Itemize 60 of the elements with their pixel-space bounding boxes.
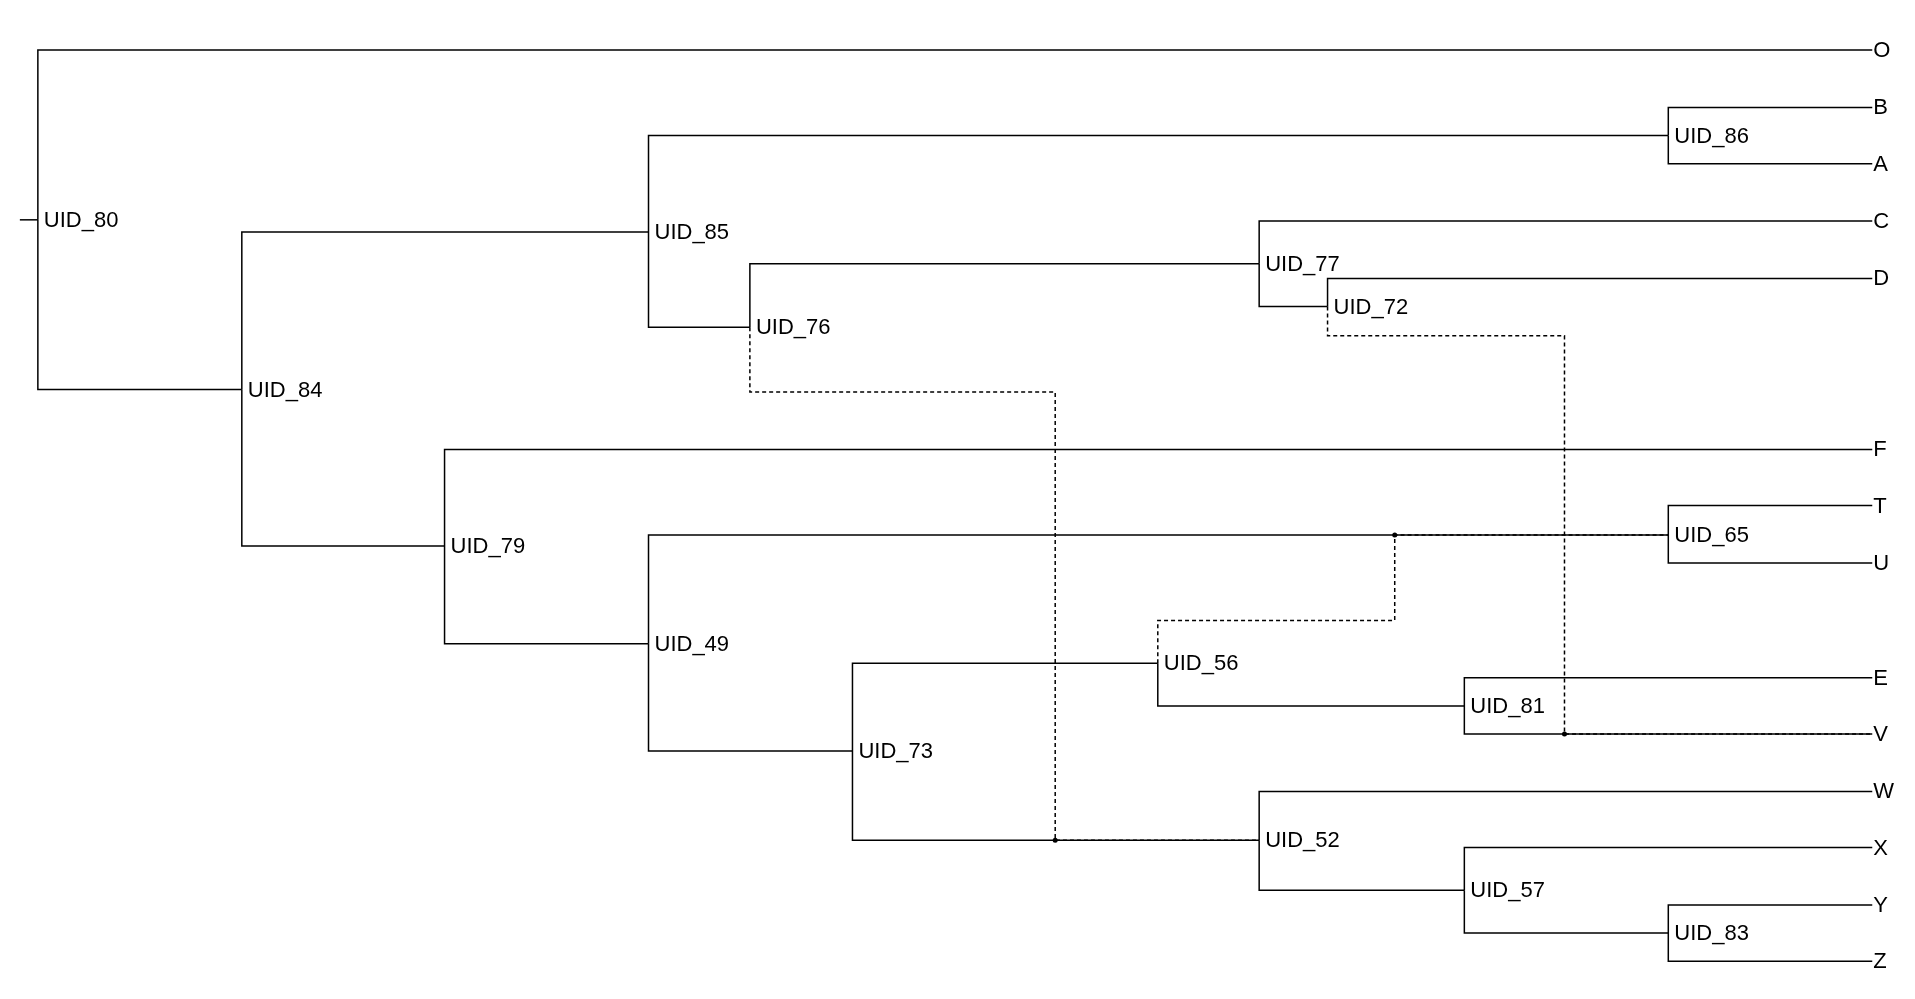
- branch-line: [443, 545, 650, 645]
- branch-line: [1463, 846, 1873, 892]
- branch-line: [647, 534, 1670, 645]
- branch-line: [241, 231, 650, 391]
- branch-line: [1258, 839, 1466, 892]
- branch-line: [1667, 534, 1873, 564]
- leaf-label: W: [1872, 779, 1894, 804]
- leaf-label: Y: [1872, 892, 1888, 918]
- branch-line: [647, 642, 854, 752]
- leaf-label: O: [1872, 37, 1891, 63]
- branch-line: [241, 388, 446, 547]
- root-line: [19, 219, 39, 221]
- leaf-label: C: [1872, 208, 1890, 234]
- internal-node-label: UID_83: [1668, 920, 1749, 946]
- branch-line: [1258, 263, 1329, 308]
- leaf-label: E: [1872, 665, 1888, 690]
- leaf-label: Z: [1872, 949, 1887, 974]
- internal-node-label: UID_80: [37, 207, 119, 232]
- branch-line: [1667, 134, 1873, 165]
- branch-line: [1667, 932, 1873, 962]
- leaf-label: F: [1872, 437, 1887, 462]
- internal-node-label: UID_76: [749, 315, 831, 340]
- internal-node-label: UID_72: [1327, 294, 1409, 319]
- branch-line: [647, 134, 1670, 233]
- internal-node-label: UID_65: [1668, 522, 1749, 547]
- internal-node-label: UID_52: [1259, 828, 1340, 853]
- branch-line: [647, 231, 751, 329]
- branch-line: [1667, 904, 1873, 934]
- leaf-label: U: [1872, 550, 1890, 576]
- branch-line: [1326, 277, 1873, 308]
- internal-node-label: UID_57: [1464, 878, 1545, 903]
- branch-line: [749, 263, 1260, 329]
- internal-node-label: UID_86: [1668, 123, 1749, 148]
- branch-line: [851, 662, 1159, 752]
- branch-line: [1463, 889, 1670, 934]
- internal-node-label: UID_84: [241, 377, 323, 402]
- internal-node-label: UID_85: [648, 219, 730, 245]
- branch-line: [37, 49, 1873, 221]
- leaf-label: V: [1872, 721, 1888, 747]
- leaf-label: T: [1872, 493, 1887, 518]
- branch-line: [1463, 705, 1873, 735]
- leaf-label: B: [1872, 95, 1888, 120]
- branch-line: [1667, 106, 1873, 137]
- branch-line: [1258, 790, 1873, 841]
- internal-node-label: UID_79: [444, 533, 526, 558]
- leaf-label: A: [1872, 151, 1888, 176]
- internal-node-label: UID_77: [1259, 251, 1340, 276]
- leaf-label: D: [1872, 266, 1890, 291]
- branch-line: [851, 750, 1260, 841]
- internal-node-label: UID_73: [852, 739, 934, 764]
- branch-line: [1463, 677, 1873, 707]
- branch-line: [37, 219, 243, 391]
- internal-node-label: UID_56: [1157, 651, 1239, 676]
- branch-line: [443, 448, 1873, 547]
- internal-node-label: UID_49: [648, 631, 730, 656]
- branch-line: [1157, 662, 1466, 707]
- branch-line: [1667, 504, 1873, 536]
- leaf-label: X: [1872, 835, 1888, 860]
- internal-node-label: UID_81: [1464, 693, 1545, 718]
- branch-line: [1258, 220, 1873, 265]
